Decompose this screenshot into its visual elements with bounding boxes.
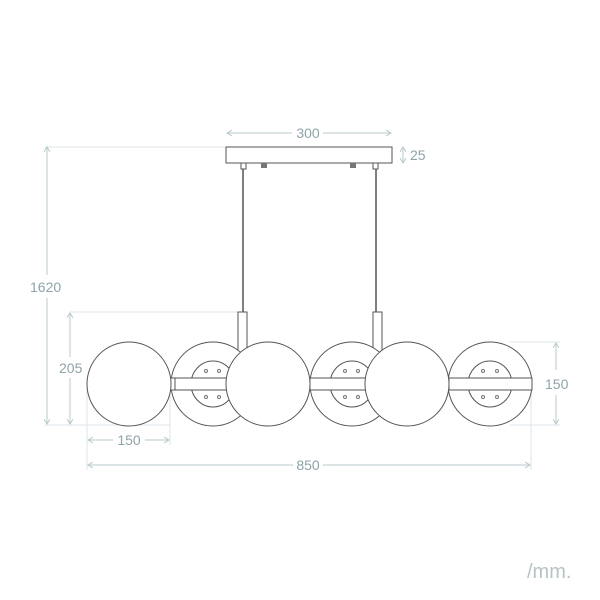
globes <box>86 341 450 427</box>
label-canopy-height: 25 <box>410 147 426 163</box>
label-globe-diameter: 150 <box>117 432 141 448</box>
label-total-width: 850 <box>296 457 320 473</box>
label-body-height: 205 <box>59 360 83 376</box>
label-canopy-width: 300 <box>296 125 320 141</box>
canopy <box>225 146 393 170</box>
label-total-height: 1620 <box>30 279 61 295</box>
label-disc-height: 150 <box>545 376 569 392</box>
unit-label: /mm. <box>527 561 571 583</box>
disc-fixtures <box>170 341 533 427</box>
